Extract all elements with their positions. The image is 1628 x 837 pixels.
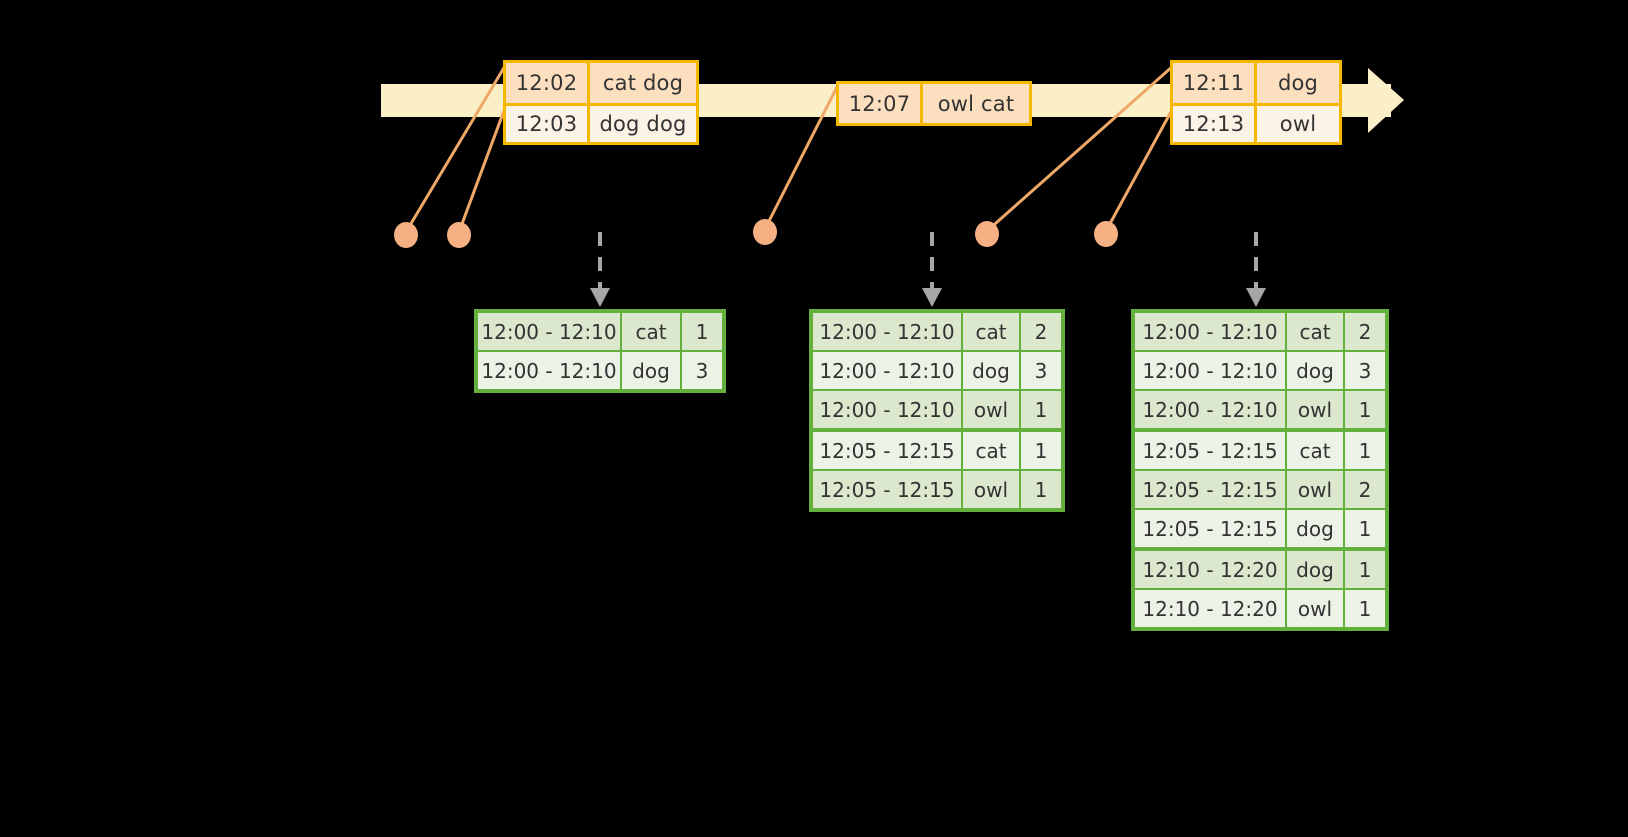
cell-count: 3 xyxy=(1345,352,1385,389)
cell-window: 12:10 - 12:20 xyxy=(1135,590,1285,627)
cell-window: 12:00 - 12:10 xyxy=(813,313,961,350)
result-table-1[interactable]: 12:00 - 12:10 cat 1 12:00 - 12:10 dog 3 xyxy=(474,309,726,393)
event-row[interactable]: 12:03 dog dog xyxy=(506,103,696,142)
table-row[interactable]: 12:00 - 12:10 dog 3 xyxy=(813,352,1061,389)
trigger-arrow-3 xyxy=(1246,232,1266,307)
cell-count: 1 xyxy=(1021,432,1061,469)
event-time: 12:07 xyxy=(839,84,923,123)
event-dots xyxy=(394,219,1118,248)
event-dot-4 xyxy=(975,221,999,247)
cell-window: 12:05 - 12:15 xyxy=(1135,471,1285,508)
table-row[interactable]: 12:10 - 12:20 dog 1 xyxy=(1135,551,1385,588)
event-words: owl xyxy=(1279,112,1317,136)
event-dot-1 xyxy=(394,222,418,248)
event-words: dog xyxy=(1277,71,1319,95)
cell-word: owl xyxy=(1287,391,1343,428)
table-row[interactable]: 12:00 - 12:10 owl 1 xyxy=(1135,391,1385,428)
event-group-2[interactable]: 12:07 owl cat xyxy=(836,81,1032,126)
connector-1 xyxy=(404,64,507,234)
cell-word: cat xyxy=(963,313,1019,350)
cell-count: 1 xyxy=(1345,590,1385,627)
cell-word: cat xyxy=(622,313,680,350)
cell-window: 12:05 - 12:15 xyxy=(813,432,961,469)
event-words: dog dog xyxy=(599,112,687,136)
event-row[interactable]: 12:13 owl xyxy=(1173,103,1339,142)
cell-count: 3 xyxy=(682,352,722,389)
cell-window: 12:00 - 12:10 xyxy=(813,391,961,428)
event-group-1[interactable]: 12:02 cat dog 12:03 dog dog xyxy=(503,60,699,145)
event-time: 12:02 xyxy=(506,63,590,103)
cell-word: owl xyxy=(1287,471,1343,508)
event-row[interactable]: 12:07 owl cat xyxy=(839,84,1029,123)
result-table-2[interactable]: 12:00 - 12:10 cat 2 12:00 - 12:10 dog 3 … xyxy=(809,309,1065,512)
cell-window: 12:00 - 12:10 xyxy=(1135,391,1285,428)
table-row[interactable]: 12:10 - 12:20 owl 1 xyxy=(1135,590,1385,627)
cell-count: 1 xyxy=(1345,510,1385,547)
table-row[interactable]: 12:05 - 12:15 owl 2 xyxy=(1135,471,1385,508)
cell-count: 1 xyxy=(682,313,722,350)
event-dot-3 xyxy=(753,219,777,245)
cell-word: dog xyxy=(622,352,680,389)
cell-count: 1 xyxy=(1021,391,1061,428)
table-row[interactable]: 12:05 - 12:15 dog 1 xyxy=(1135,510,1385,547)
cell-word: owl xyxy=(963,471,1019,508)
cell-word: dog xyxy=(963,352,1019,389)
connector-5 xyxy=(1104,106,1175,233)
event-group-3[interactable]: 12:11 dog 12:13 owl xyxy=(1170,60,1342,145)
table-row[interactable]: 12:05 - 12:15 cat 1 xyxy=(813,432,1061,469)
cell-count: 2 xyxy=(1345,313,1385,350)
cell-count: 1 xyxy=(1345,432,1385,469)
cell-window: 12:10 - 12:20 xyxy=(1135,551,1285,588)
result-table-3[interactable]: 12:00 - 12:10 cat 2 12:00 - 12:10 dog 3 … xyxy=(1131,309,1389,631)
table-row[interactable]: 12:05 - 12:15 cat 1 xyxy=(1135,432,1385,469)
cell-window: 12:05 - 12:15 xyxy=(813,471,961,508)
cell-count: 2 xyxy=(1345,471,1385,508)
event-time: 12:13 xyxy=(1173,106,1257,142)
event-row[interactable]: 12:02 cat dog xyxy=(506,63,696,103)
trigger-arrows xyxy=(590,232,1266,307)
table-row[interactable]: 12:00 - 12:10 dog 3 xyxy=(1135,352,1385,389)
cell-window: 12:05 - 12:15 xyxy=(1135,432,1285,469)
cell-count: 1 xyxy=(1345,391,1385,428)
table-row[interactable]: 12:00 - 12:10 owl 1 xyxy=(813,391,1061,428)
cell-count: 1 xyxy=(1021,471,1061,508)
connector-2 xyxy=(457,106,507,234)
connector-3 xyxy=(763,83,840,231)
cell-word: dog xyxy=(1287,352,1343,389)
cell-word: dog xyxy=(1287,551,1343,588)
table-row[interactable]: 12:05 - 12:15 owl 1 xyxy=(813,471,1061,508)
event-time: 12:03 xyxy=(506,106,590,142)
cell-word: dog xyxy=(1287,510,1343,547)
cell-word: cat xyxy=(963,432,1019,469)
table-row[interactable]: 12:00 - 12:10 cat 2 xyxy=(813,313,1061,350)
event-dot-2 xyxy=(447,222,471,248)
table-row[interactable]: 12:00 - 12:10 cat 2 xyxy=(1135,313,1385,350)
cell-word: owl xyxy=(1287,590,1343,627)
cell-window: 12:05 - 12:15 xyxy=(1135,510,1285,547)
cell-count: 1 xyxy=(1345,551,1385,588)
event-dot-5 xyxy=(1094,221,1118,247)
event-time: 12:11 xyxy=(1173,63,1257,103)
cell-word: cat xyxy=(1287,313,1343,350)
trigger-arrow-1 xyxy=(590,232,610,307)
cell-window: 12:00 - 12:10 xyxy=(813,352,961,389)
event-words: cat dog xyxy=(602,71,684,95)
cell-window: 12:00 - 12:10 xyxy=(478,352,620,389)
cell-window: 12:00 - 12:10 xyxy=(1135,313,1285,350)
cell-count: 2 xyxy=(1021,313,1061,350)
cell-count: 3 xyxy=(1021,352,1061,389)
cell-window: 12:00 - 12:10 xyxy=(1135,352,1285,389)
cell-word: cat xyxy=(1287,432,1343,469)
table-row[interactable]: 12:00 - 12:10 dog 3 xyxy=(478,352,722,389)
trigger-arrow-2 xyxy=(922,232,942,307)
cell-window: 12:00 - 12:10 xyxy=(478,313,620,350)
table-row[interactable]: 12:00 - 12:10 cat 1 xyxy=(478,313,722,350)
event-words: owl cat xyxy=(937,91,1015,116)
cell-word: owl xyxy=(963,391,1019,428)
event-row[interactable]: 12:11 dog xyxy=(1173,63,1339,103)
